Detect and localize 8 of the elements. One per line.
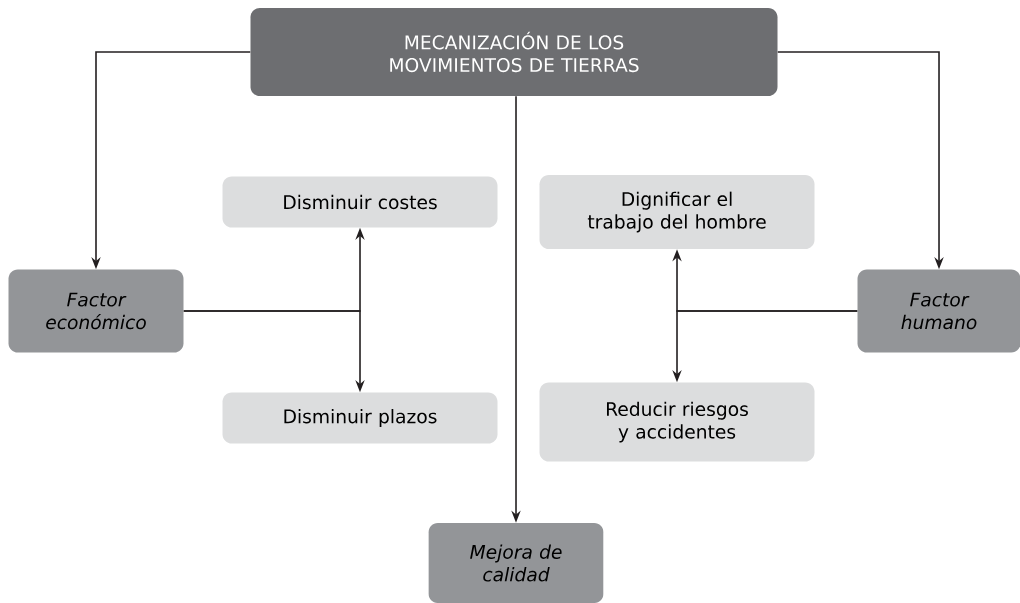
process-box: Factor económico — [8, 269, 184, 353]
process-box: Disminuir plazos — [222, 392, 498, 444]
process-box: Mejora de calidad — [428, 523, 604, 603]
process-box: MECANIZACIÓN DE LOS MOVIMIENTOS DE TIERRAS — [250, 8, 778, 96]
process-box: Dignificar el trabajo del hombre — [539, 175, 815, 249]
process-box: Reducir riesgos y accidentes — [539, 382, 815, 462]
process-box: Factor humano — [857, 269, 1020, 353]
process-box: Disminuir costes — [222, 176, 498, 228]
